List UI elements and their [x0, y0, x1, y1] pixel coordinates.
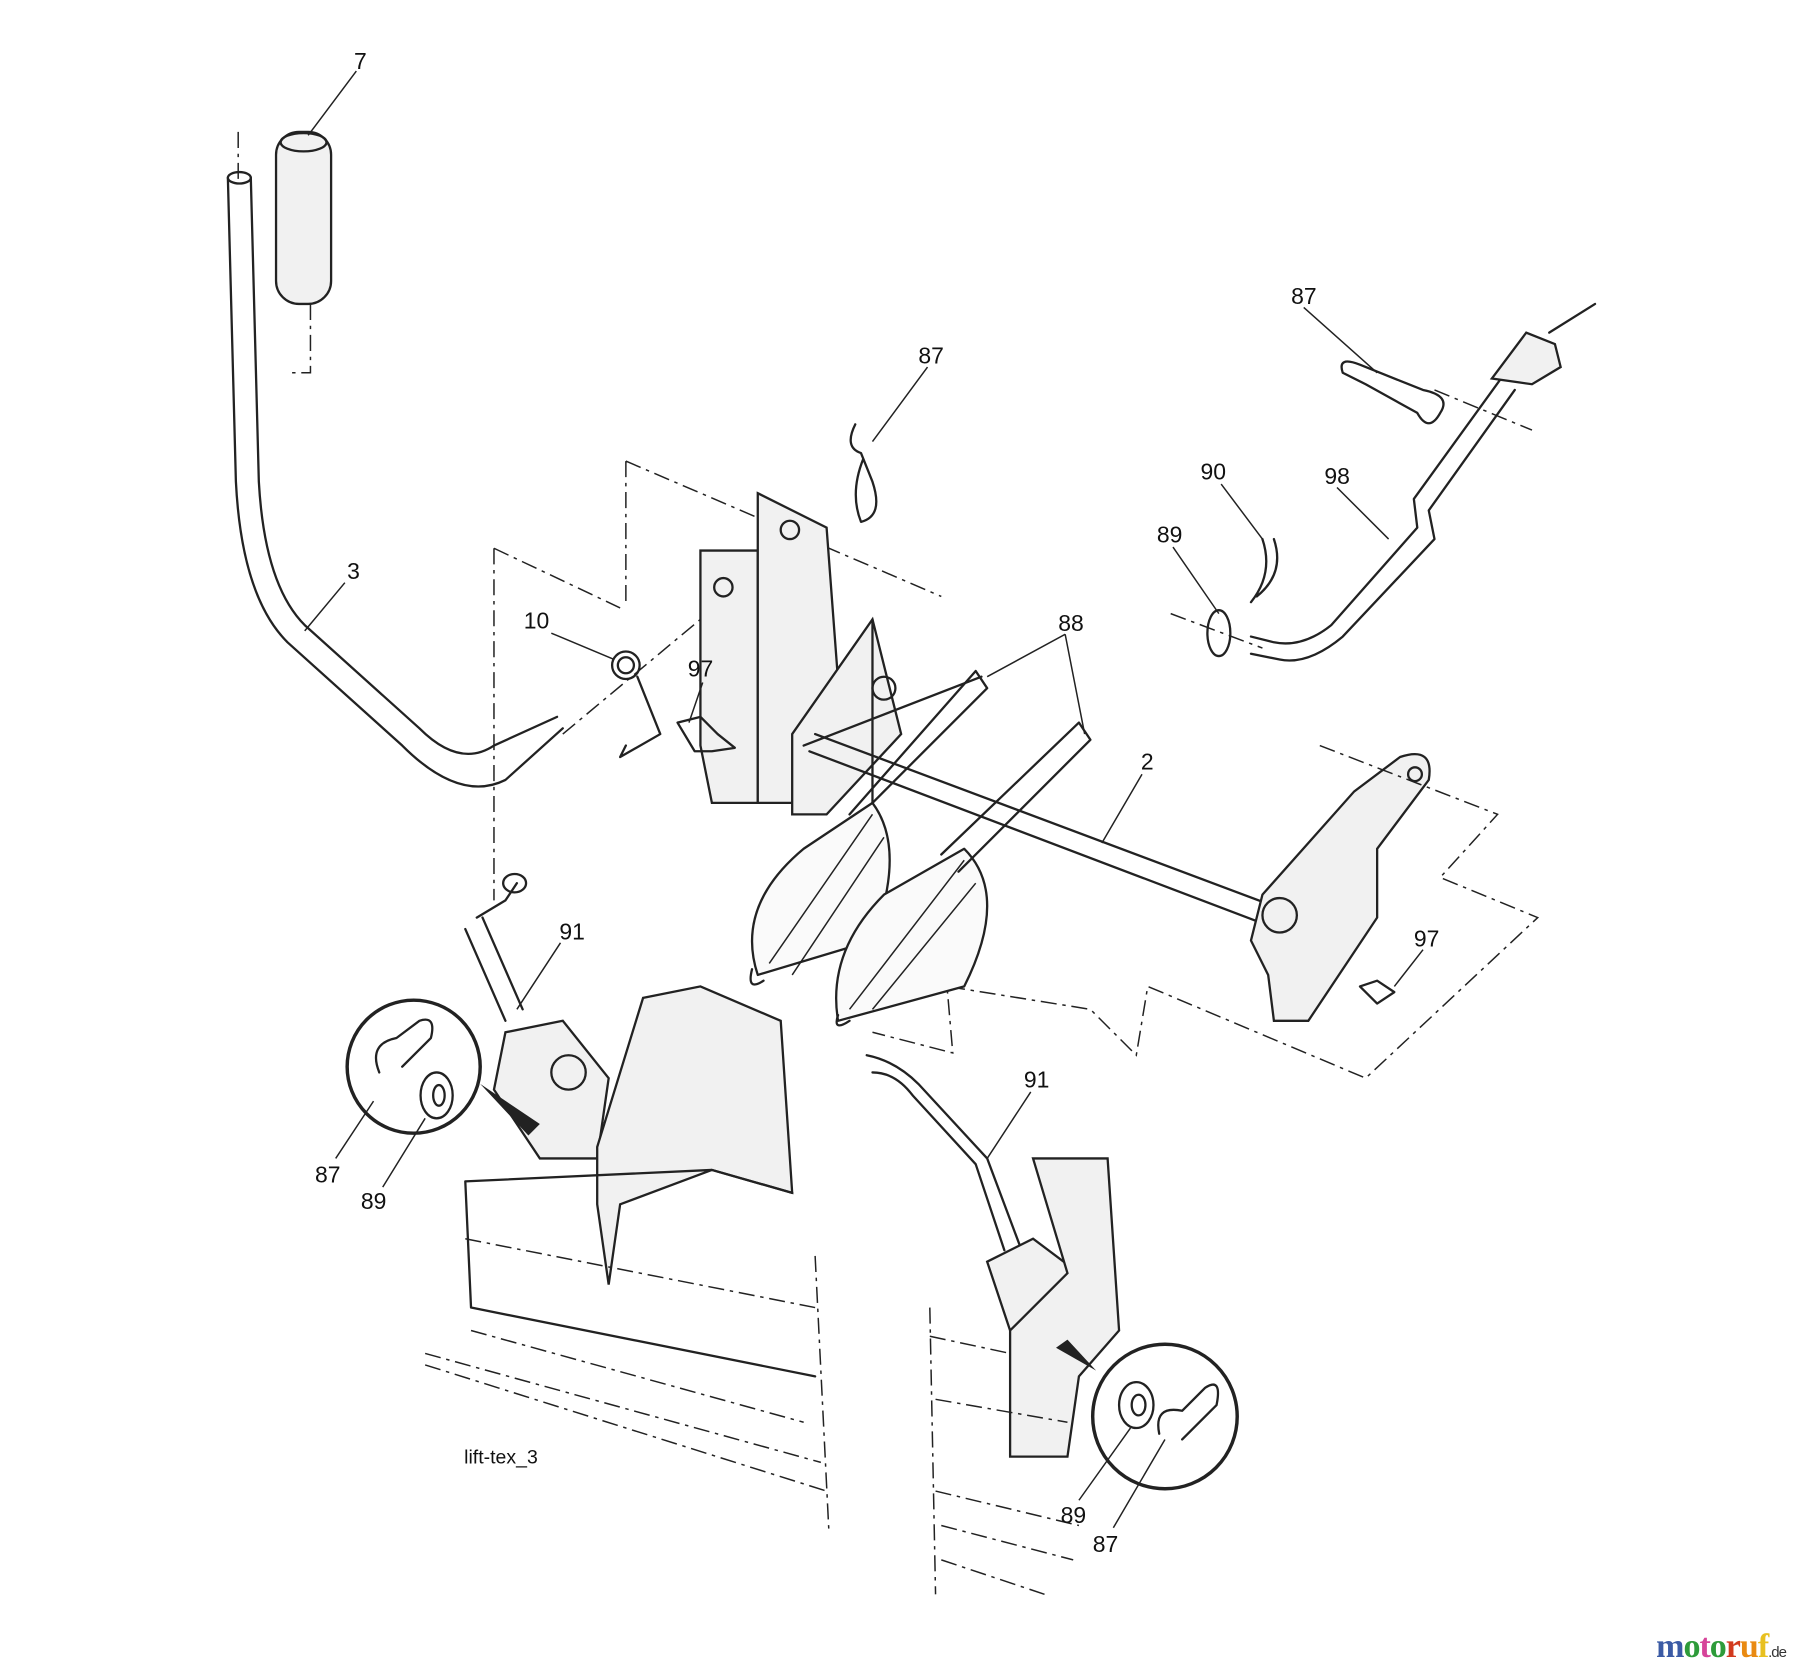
watermark-logo: motoruf.de: [1656, 1628, 1787, 1665]
callout-87: 87: [1291, 283, 1317, 309]
handle-grip: [237, 130, 333, 374]
bolt: [676, 715, 736, 753]
callout-98: 98: [1324, 463, 1350, 489]
callout-3: 3: [347, 558, 360, 584]
mount-bracket: [699, 491, 903, 816]
callout-87: 87: [1093, 1531, 1119, 1557]
extension-springs: [749, 618, 1092, 1027]
detail-circle-right: [1055, 1339, 1239, 1491]
right-link: [865, 1054, 1121, 1458]
callout-2: 2: [1141, 749, 1154, 775]
callout-87: 87: [315, 1162, 341, 1188]
left-link: [464, 872, 794, 1285]
callout-89: 89: [1061, 1502, 1087, 1528]
callout-97: 97: [688, 656, 714, 682]
callout-87: 87: [918, 343, 944, 369]
callout-10: 10: [524, 608, 550, 634]
callout-89: 89: [361, 1188, 387, 1214]
callout-89: 89: [1157, 522, 1183, 548]
lift-shaft: [808, 732, 1276, 925]
right-lift-arm: [1249, 752, 1431, 1022]
callout-90: 90: [1201, 458, 1226, 484]
detail-circle-left: [345, 998, 540, 1136]
callout-labels: 7 87 87 90 98 89 3 10 88 97 2 91 97 91 8…: [315, 48, 1439, 1557]
watermark-tld: .de: [1768, 1644, 1787, 1661]
callout-91: 91: [1024, 1066, 1050, 1092]
callout-88: 88: [1058, 610, 1084, 636]
adjust-rod: [1249, 377, 1516, 662]
lift-lever: [226, 176, 564, 788]
callout-97: 97: [1414, 925, 1439, 951]
diagram-caption: lift-tex_3: [464, 1447, 538, 1469]
callout-7: 7: [354, 48, 367, 74]
callout-91: 91: [559, 918, 585, 944]
torsion-spring: [610, 650, 662, 759]
